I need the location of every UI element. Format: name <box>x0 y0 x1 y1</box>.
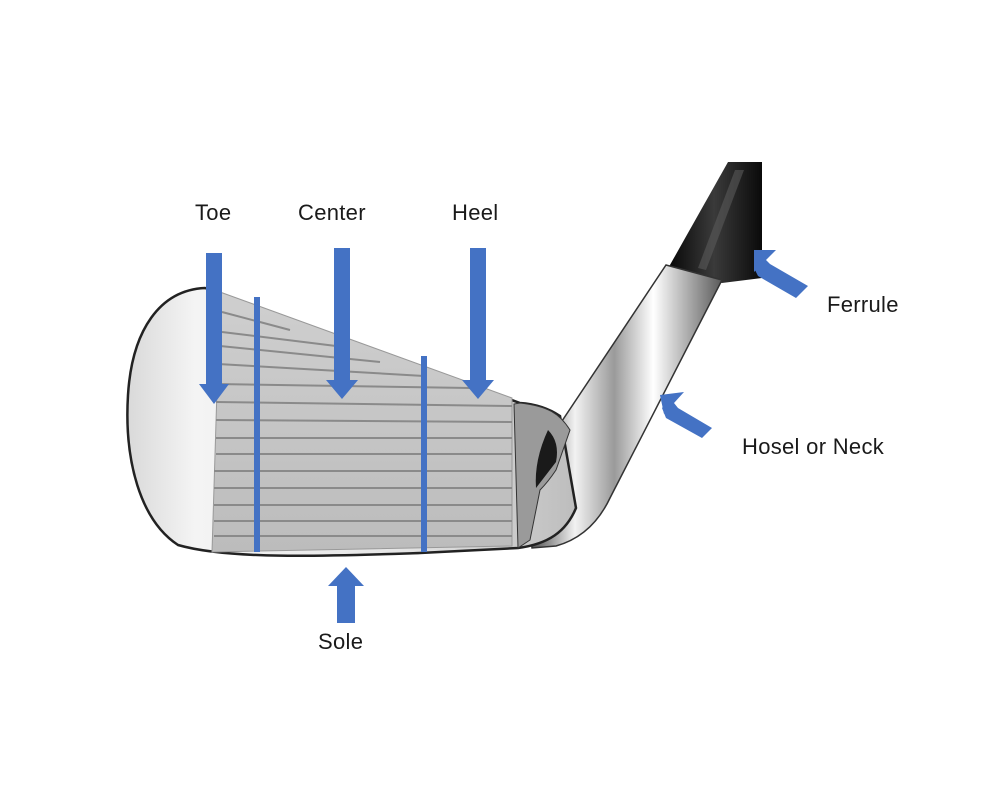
ferrule-label: Ferrule <box>827 292 899 318</box>
center-label: Center <box>298 200 366 226</box>
toe-label: Toe <box>195 200 231 226</box>
ferrule-arrow <box>754 250 808 298</box>
sole-label: Sole <box>318 629 363 655</box>
hosel-label: Hosel or Neck <box>742 434 884 460</box>
heel-arrow <box>462 248 494 399</box>
sole-arrow <box>328 567 364 623</box>
hosel-arrow <box>660 392 712 438</box>
ferrule-shape <box>666 162 762 283</box>
heel-label: Heel <box>452 200 498 226</box>
